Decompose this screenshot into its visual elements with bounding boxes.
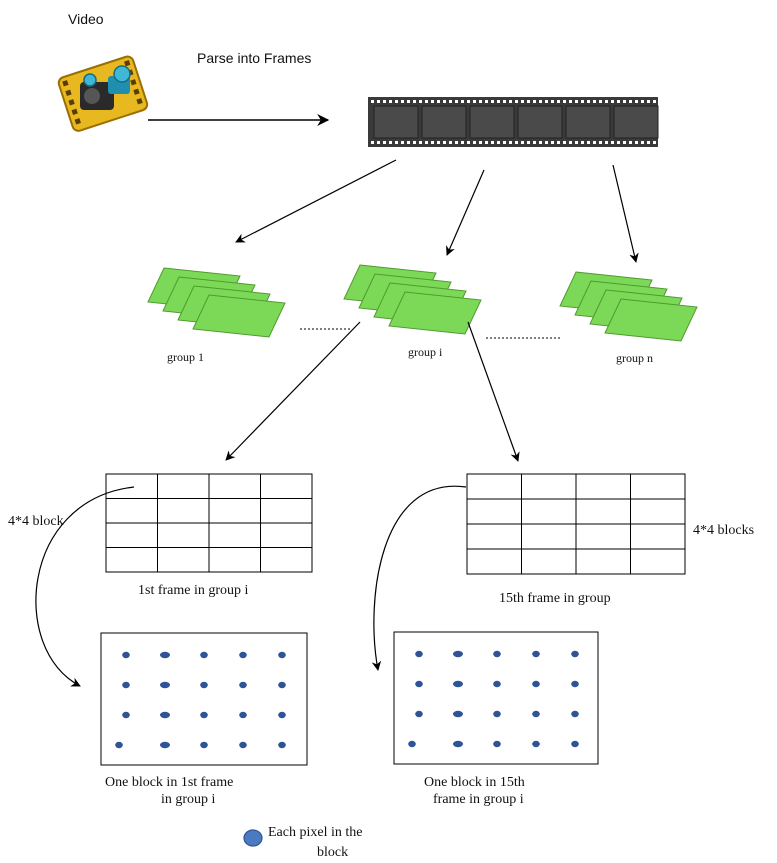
pixel-dot	[532, 740, 540, 748]
frame-group-n	[559, 271, 698, 342]
pixel-dot	[278, 741, 286, 749]
group-1-label: group 1	[167, 350, 204, 364]
first-frame-caption: 1st frame in group i	[138, 583, 249, 598]
film-strip	[368, 97, 659, 147]
pixel-dot	[160, 741, 170, 749]
pixel-dot	[278, 711, 286, 719]
pixel-dot	[239, 741, 247, 749]
pixel-dot	[415, 680, 423, 688]
video-camera-icon	[57, 55, 149, 132]
pixel-dot	[200, 651, 208, 659]
group-i-label: group i	[408, 345, 443, 359]
pixel-dot	[493, 650, 501, 658]
pixel-dot	[408, 740, 416, 748]
film-frame	[469, 105, 515, 139]
pixel-dot	[160, 651, 170, 659]
curved-arrow-first	[35, 486, 135, 687]
block-15th-caption-line1: One block in 15th	[424, 775, 525, 790]
pixel-dot	[239, 651, 247, 659]
frame-group-i	[343, 264, 482, 335]
pixel-dot	[453, 680, 463, 688]
pixel-dot	[453, 740, 463, 748]
pixel-dot	[532, 680, 540, 688]
pixel-dot	[532, 650, 540, 658]
block-15th-caption-line2: frame in group i	[433, 792, 524, 807]
pixel-dot	[453, 650, 463, 658]
pixel-dot	[160, 681, 170, 689]
block-first-caption-line1: One block in 1st frame	[105, 775, 233, 790]
pixel-dot	[160, 711, 170, 719]
block-first-caption-line2: in group i	[161, 792, 216, 807]
film-frame	[565, 105, 611, 139]
pixel-legend-dot	[243, 829, 263, 847]
pixel-dot	[493, 710, 501, 718]
pixel-dot	[571, 650, 579, 658]
film-frame	[421, 105, 467, 139]
pixel-dot	[571, 740, 579, 748]
frame-grid-first	[105, 473, 313, 573]
legend-line2: block	[317, 845, 348, 860]
blocks-4x4-label: 4*4 blocks	[693, 523, 754, 538]
frame-grid-15th	[466, 473, 686, 575]
pixel-dot	[122, 651, 130, 659]
legend-line1: Each pixel in the	[268, 825, 362, 840]
pixel-dot	[453, 710, 463, 718]
video-frame	[192, 294, 286, 338]
pixel-dot	[571, 680, 579, 688]
pixel-dot	[571, 710, 579, 718]
group-n-label: group n	[616, 351, 653, 365]
pixel-dot	[239, 711, 247, 719]
pixel-dot	[115, 741, 123, 749]
video-label: Video	[68, 11, 104, 27]
pixel-block-first	[100, 632, 308, 766]
pixel-dot	[200, 681, 208, 689]
15th-frame-caption: 15th frame in group	[499, 591, 611, 606]
pixel-dot	[122, 681, 130, 689]
pixel-dot	[278, 681, 286, 689]
curved-arrow-15th	[371, 485, 467, 671]
video-frame	[604, 298, 698, 342]
pixel-dot	[532, 710, 540, 718]
pixel-dot	[415, 650, 423, 658]
film-frame	[613, 105, 659, 139]
pixel-dot	[200, 711, 208, 719]
pixel-dot	[493, 740, 501, 748]
pixel-dot	[239, 681, 247, 689]
pixel-dot	[200, 741, 208, 749]
film-frame	[373, 105, 419, 139]
pixel-dot	[122, 711, 130, 719]
pixel-dot	[415, 710, 423, 718]
block-4x4-label: 4*4 block	[8, 514, 64, 529]
video-frame	[388, 291, 482, 335]
film-frame	[517, 105, 563, 139]
pixel-block-15th	[393, 631, 599, 765]
pixel-dot	[278, 651, 286, 659]
pixel-dot	[493, 680, 501, 688]
frame-group-1	[147, 267, 286, 338]
parse-frames-label: Parse into Frames	[197, 50, 311, 66]
